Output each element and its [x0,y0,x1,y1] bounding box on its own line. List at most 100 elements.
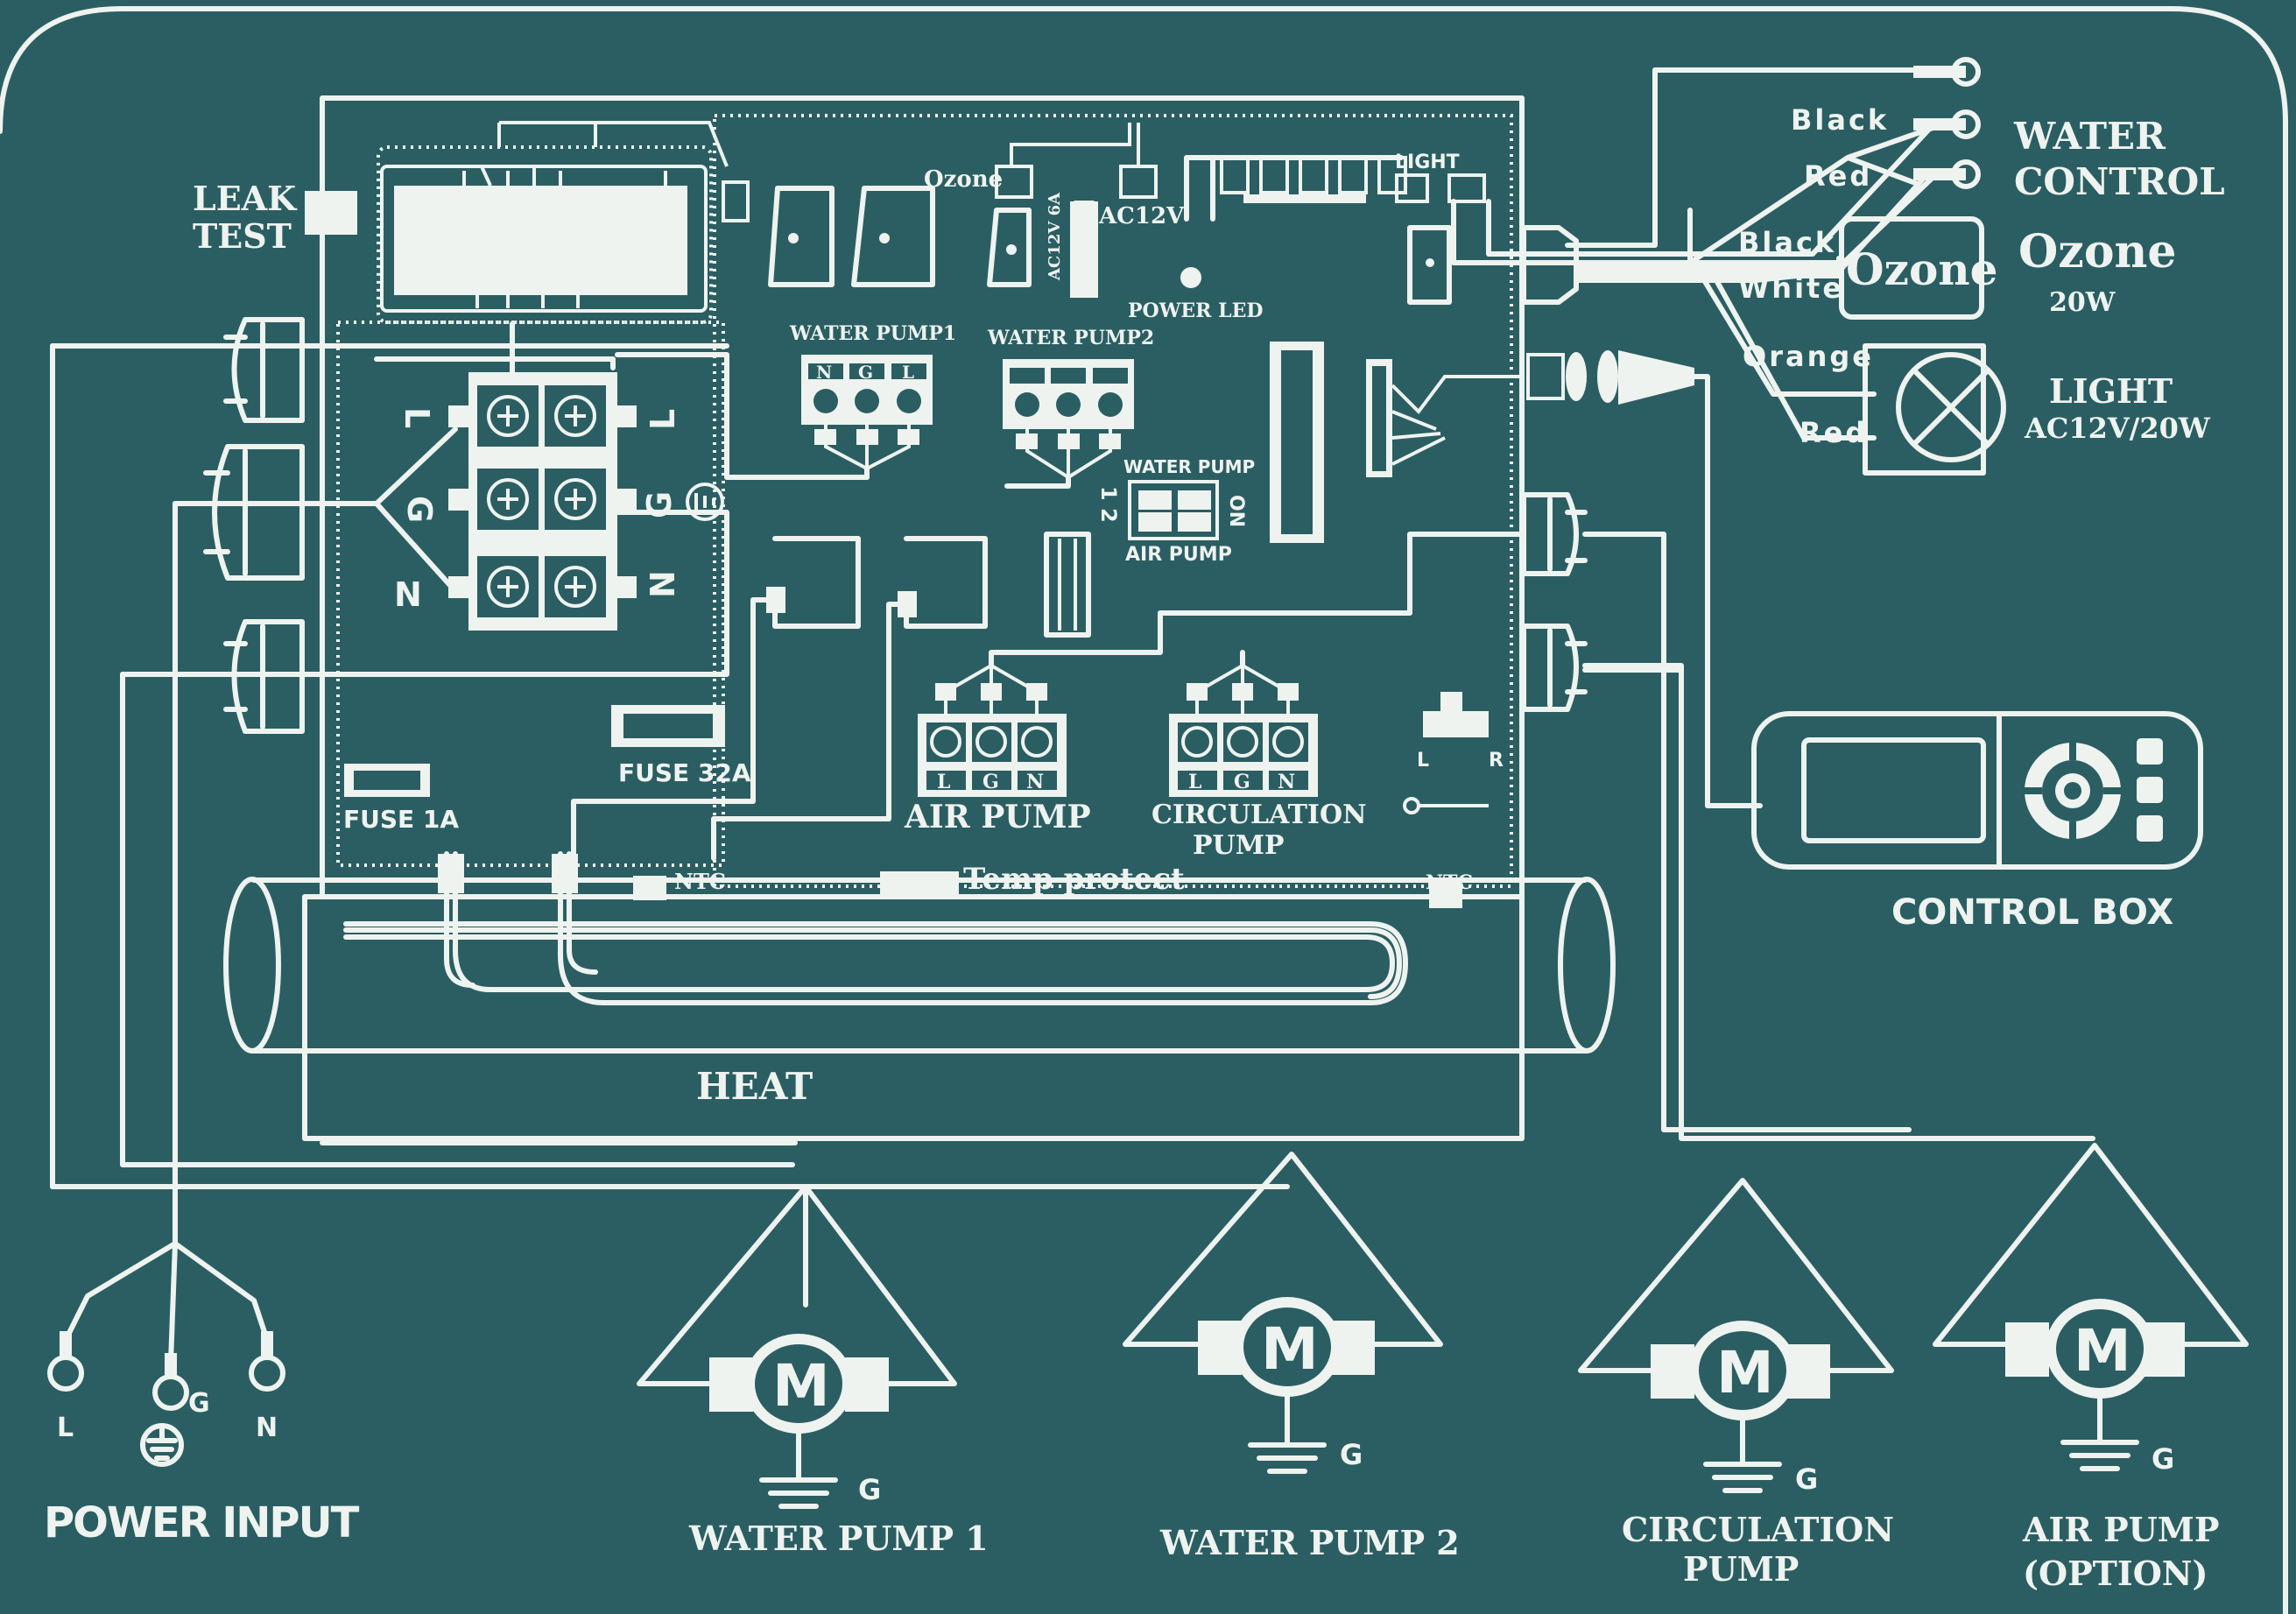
transformer [394,186,687,295]
svg-text:G: G [1340,1438,1363,1471]
light-title: LIGHT [2049,371,2173,411]
control-button-3[interactable] [2137,815,2163,842]
light-red-label: Red [1799,416,1868,449]
control-box-label: CONTROL BOX [1891,892,2173,933]
ntc-label-left: NTC [674,869,726,894]
motor-2-m: M [1261,1315,1319,1383]
motor-circulation-pump: M G CIRCULATION PUMP [1578,1178,1894,1589]
heater: NTC Temp protect NTC HEAT [223,851,1616,1141]
board-dotted-left [336,321,725,867]
temp-protect-label: Temp protect [963,862,1185,897]
air-pump-option-label-1: AIR PUMP [2022,1510,2219,1549]
light-bulb-icon [1896,352,2006,462]
svg-text:G: G [1234,771,1250,793]
svg-text:ON: ON [1225,495,1247,527]
water-pump2-label: WATER PUMP2 [987,327,1154,349]
light-connector-label: LIGHT [1395,152,1460,173]
heat-label: HEAT [696,1065,813,1108]
control-box: CONTROL BOX [1705,711,2203,933]
ozone-black-label: Black [1738,226,1836,259]
plate-border [0,6,2288,1614]
ntc-label-right: NTC [1426,871,1473,894]
power-led-label: POWER LED [1128,300,1263,322]
ground-symbol-board [686,483,724,521]
svg-text:AC12V 6A: AC12V 6A [1046,192,1064,281]
water-pump1-label: WATER PUMP1 [789,322,956,345]
motor-3-m: M [1716,1339,1774,1406]
circulation-pump-label-1: CIRCULATION [1622,1510,1894,1549]
motor-4-m: M [2074,1317,2131,1385]
switch-water-pump-label: WATER PUMP [1123,456,1255,477]
ozone-connector-label: Ozone [924,166,1003,193]
right-cable-glands [1521,225,1588,712]
power-input-label: POWER INPUT [44,1498,360,1547]
ozone-box [1839,216,1984,320]
power-input: L G N POWER INPUT [44,1162,362,1547]
circulation-board-label-1: CIRCULATION [1152,800,1367,830]
svg-text:N: N [1278,771,1295,793]
svg-text:R: R [1489,750,1504,772]
light-orange-label: Orange [1743,340,1874,373]
svg-text:G: G [2152,1442,2174,1476]
water-control-terminals: Black Red WATER CONTROL [1652,57,2225,265]
svg-text:G: G [1795,1462,1818,1496]
term-n-left: N [394,575,422,614]
switch-air-pump-label: AIR PUMP [1125,544,1232,566]
ozone-watts: 20W [2049,287,2116,318]
svg-text:G: G [982,771,999,793]
svg-text:G: G [858,362,873,383]
term-l-left: L [398,407,436,428]
fuse-1a-label: FUSE 1A [343,805,459,834]
leak-test-label-1: LEAK [193,179,298,218]
left-cable-glands [203,317,305,734]
air-pump-option-label-2: (OPTION) [2023,1554,2208,1593]
water-control-black-label: Black [1791,103,1889,137]
motor-air-pump-option: M G AIR PUMP (OPTION) [1933,1143,2249,1593]
motor-water-pump-2: M G WATER PUMP 2 [1123,1152,1460,1562]
water-control-title-2: CONTROL [2014,160,2225,203]
water-pump-1-label: WATER PUMP 1 [688,1519,989,1558]
dip-switch[interactable] [1128,480,1219,540]
motor-1-m: M [772,1352,830,1420]
power-led [1180,267,1201,288]
svg-text:N: N [1026,771,1044,793]
water-control-red-label: Red [1804,159,1872,193]
power-n-label: N [256,1413,278,1443]
ozone-box-label: Ozone [1846,243,1997,295]
air-pump-board-label: AIR PUMP [904,799,1091,835]
svg-text:L: L [1188,771,1201,793]
ac12v-label: AC12V [1098,203,1185,229]
power-g-terminal [152,1374,189,1411]
ozone-title: Ozone [2018,225,2176,278]
svg-text:1 2: 1 2 [1096,486,1121,523]
light-spec: AC12V/20W [2024,412,2211,445]
term-g-left: G [400,496,439,523]
svg-text:N: N [816,362,832,383]
circulation-pump-label-2: PUMP [1683,1549,1799,1589]
water-pump-2-label: WATER PUMP 2 [1159,1523,1460,1562]
light-unit: Orange Red LIGHT AC12V/20W [1696,269,2211,476]
svg-text:L: L [1417,750,1429,772]
power-l-label: L [57,1413,74,1443]
motor-water-pump-1: M G WATER PUMP 1 [637,1184,989,1558]
svg-text:G: G [858,1473,881,1506]
ozone-unit: Ozone Black White Ozone 20W [1574,216,2176,320]
control-board: LEAK TEST Ozone AC12V AC12V 6A LIGHT POW… [50,95,1526,899]
power-g-label: G [188,1388,210,1419]
ozone-white-label: White [1738,271,1844,305]
svg-text:L: L [902,362,914,383]
svg-text:L: L [937,771,950,793]
power-n-terminal [249,1355,285,1392]
board-dotted-top [713,114,1513,888]
fuse-32a-label: FUSE 32A [618,758,751,787]
control-button-2[interactable] [2137,777,2163,803]
control-button-1[interactable] [2137,738,2163,765]
water-control-title-1: WATER [2013,115,2166,158]
circulation-board-label-2: PUMP [1193,830,1285,861]
power-l-terminal [47,1355,84,1392]
control-box-display [1801,737,1986,843]
light-gland [1526,350,1694,405]
term-n-right: N [644,570,682,598]
leak-test-connector [305,191,357,235]
